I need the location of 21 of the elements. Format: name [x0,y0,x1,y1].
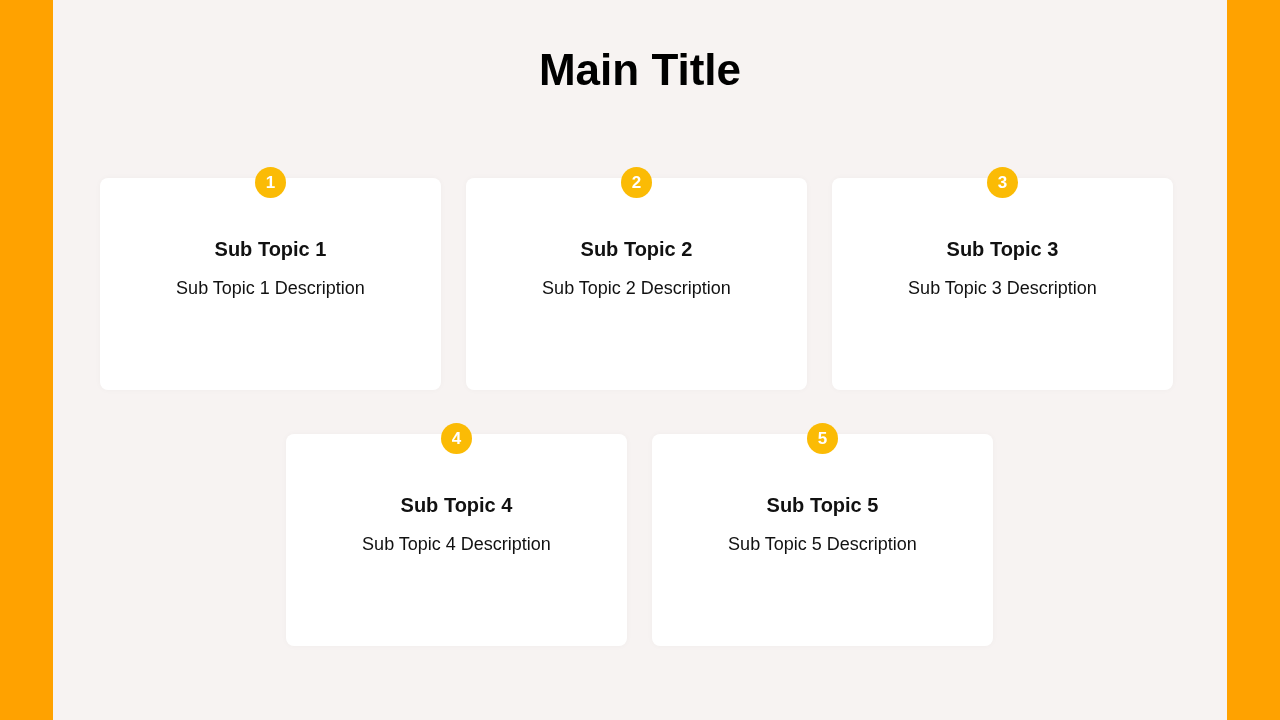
number-badge: 4 [441,422,472,454]
topic-description: Sub Topic 1 Description [176,278,365,298]
topic-description: Sub Topic 3 Description [908,278,1097,298]
topic-heading: Sub Topic 3 [946,238,1059,260]
number-badge: 2 [621,166,652,198]
main-title: Main Title [538,45,742,94]
topic-heading: Sub Topic 4 [400,494,513,516]
number-badge: 3 [987,166,1018,198]
topic-heading: Sub Topic 1 [214,238,327,260]
topic-description: Sub Topic 5 Description [728,534,917,554]
topic-description: Sub Topic 2 Description [542,278,731,298]
topic-heading: Sub Topic 5 [766,494,879,516]
topic-card [100,178,441,390]
topic-card [286,434,627,646]
topic-card [832,178,1173,390]
topic-heading: Sub Topic 2 [580,238,693,260]
topic-card [652,434,993,646]
topic-description: Sub Topic 4 Description [362,534,551,554]
topic-card [466,178,807,390]
number-badge: 5 [807,422,838,454]
number-badge: 1 [255,166,286,198]
